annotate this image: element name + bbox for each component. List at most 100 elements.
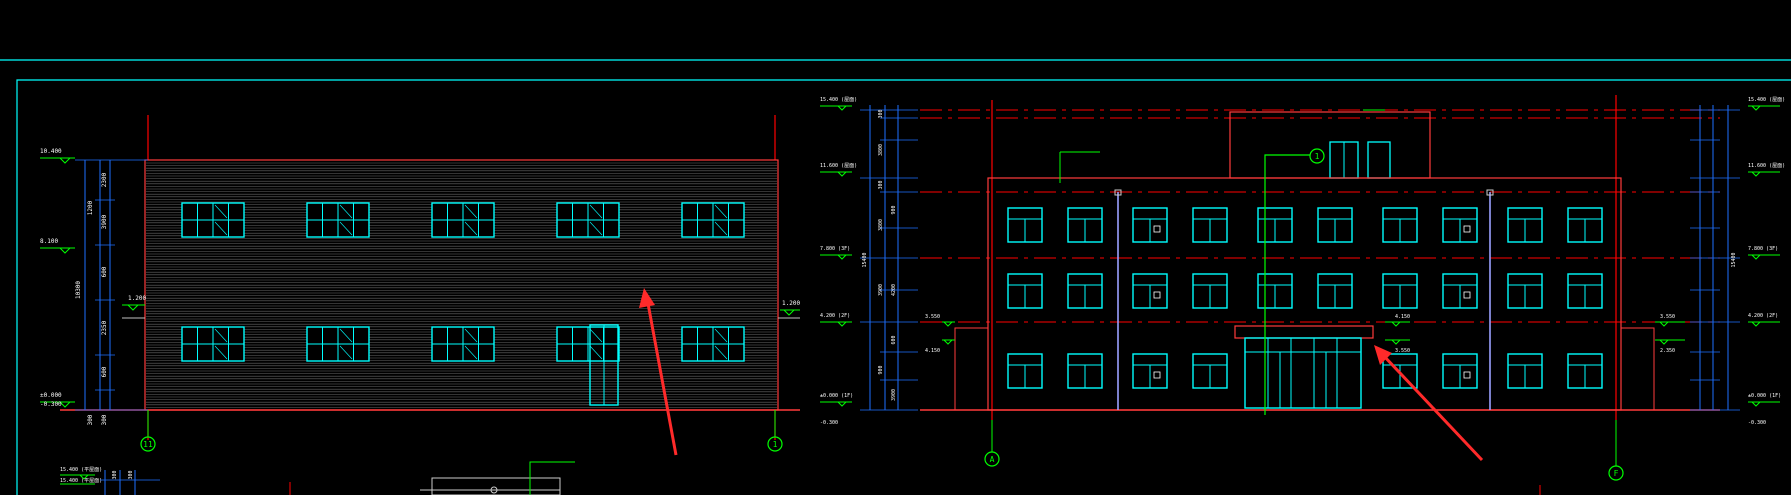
window [1192, 273, 1228, 309]
right-elev-right-levels: 15400 15.400 (屋面) 11.600 (屋面) 7.800 (3F)… [1385, 97, 1785, 426]
dim-label: 15400 [1731, 252, 1737, 267]
dim-label: 900 [878, 365, 884, 374]
left-dimension-labels: 2300 3900 600 1200 2350 600 300 300 1030… [75, 172, 108, 425]
level-label: 7.800 (3F) [1748, 246, 1778, 252]
window [1192, 353, 1228, 389]
window [1567, 207, 1603, 243]
axis-bubble-A: A [984, 420, 1000, 467]
level-label: 11.600 (屋面) [1748, 163, 1785, 169]
svg-text:A: A [990, 455, 995, 464]
window [1442, 273, 1478, 309]
window [1007, 273, 1043, 309]
window [1132, 273, 1168, 309]
level-label: 11.600 (屋面) [820, 163, 857, 169]
window [431, 326, 495, 362]
window [1067, 207, 1103, 243]
window [1442, 353, 1478, 389]
level-label: 15.400 (屋面) [820, 97, 857, 103]
dim-label: 300 [878, 109, 884, 118]
callout-leader: 1 [1059, 109, 1385, 415]
window [1132, 353, 1168, 389]
dim-label: 3800 [878, 144, 884, 156]
window [1507, 353, 1543, 389]
entrance-door-left [589, 324, 619, 406]
level-label: -0.300 [820, 420, 838, 426]
svg-text:11: 11 [143, 440, 153, 449]
level-label: ±0.000 (1F) [820, 393, 853, 399]
level-label: 2.350 [1660, 348, 1675, 354]
level-label: 4.200 (2F) [820, 313, 850, 319]
left-level-marks: 10.400 8.100 1.200 1.200 ±0.000 -0.300 [40, 148, 800, 408]
level-label: ±0.000 [40, 392, 62, 399]
window [681, 202, 745, 238]
window [1257, 207, 1293, 243]
level-label: 1.200 [782, 300, 800, 307]
level-label: 3.550 [925, 314, 940, 320]
dim-label: 2300 [101, 172, 108, 187]
entrance-curtain-wall [1244, 337, 1362, 409]
level-label: 8.100 [40, 238, 58, 245]
dim-label: 600 [101, 266, 108, 277]
window [556, 202, 620, 238]
window [431, 202, 495, 238]
axis-bubble-F: F [1608, 420, 1624, 481]
window [1567, 273, 1603, 309]
window [306, 202, 370, 238]
window [181, 326, 245, 362]
level-label: 10.400 [40, 148, 62, 155]
window [1132, 207, 1168, 243]
window [1382, 353, 1418, 389]
window [1507, 207, 1543, 243]
dim-label: 600 [101, 366, 108, 377]
window [556, 326, 620, 362]
annotation-arrow-right [1374, 345, 1484, 462]
window [1317, 273, 1353, 309]
level-label: -0.300 [40, 401, 62, 408]
right-elevation: 1 300 3800 300 3800 900 3900 42 [820, 95, 1785, 481]
dim-label: 600 [891, 335, 897, 344]
side-annex-right [1620, 327, 1655, 411]
axis-bubble-left: 11 [140, 410, 156, 452]
side-annex-left [954, 327, 989, 411]
svg-text:1: 1 [773, 440, 778, 449]
window [1567, 353, 1603, 389]
metal-cladding-pattern [146, 162, 777, 408]
dim-label: 15400 [862, 252, 868, 267]
dim-label: 300 [128, 470, 134, 479]
dim-label: 3800 [878, 219, 884, 231]
svg-text:F: F [1614, 469, 1619, 478]
dim-label: 300 [87, 414, 94, 425]
level-label: 15.400 (平屋面) [60, 478, 102, 484]
dim-label: 3900 [101, 214, 108, 229]
window [1192, 207, 1228, 243]
window [1382, 273, 1418, 309]
left-window-group [181, 202, 745, 362]
window [1007, 207, 1043, 243]
bottom-partial-drawing: 15.400 (平屋面) 15.400 (平屋面) 300 300 [60, 461, 1541, 495]
dim-label: 300 [112, 470, 118, 479]
dim-label: 10300 [75, 281, 82, 299]
level-label: 4.150 [1395, 314, 1410, 320]
left-dimension-chain [75, 159, 148, 411]
level-label: ±0.000 (1F) [1748, 393, 1781, 399]
level-label: 4.150 [925, 348, 940, 354]
dim-label: 300 [101, 414, 108, 425]
annotation-arrow-left [639, 288, 678, 456]
level-label: 1.200 [128, 295, 146, 302]
dim-label: 900 [891, 205, 897, 214]
right-elev-left-levels: 300 3800 300 3800 900 3900 4200 600 900 … [820, 97, 955, 426]
window [1382, 207, 1418, 243]
window [681, 326, 745, 362]
dim-label: 4200 [891, 284, 897, 296]
window [1007, 353, 1043, 389]
left-elevation: 2300 3900 600 1200 2350 600 300 300 1030… [40, 115, 800, 452]
level-label: 15.400 (屋面) [1748, 97, 1785, 103]
window [1317, 207, 1353, 243]
level-label: -0.300 [1748, 420, 1766, 426]
window [306, 326, 370, 362]
level-label: 15.400 (平屋面) [60, 467, 102, 473]
right-window-group [1007, 207, 1603, 389]
level-label: 3.550 [1395, 348, 1410, 354]
level-label: 4.200 (2F) [1748, 313, 1778, 319]
